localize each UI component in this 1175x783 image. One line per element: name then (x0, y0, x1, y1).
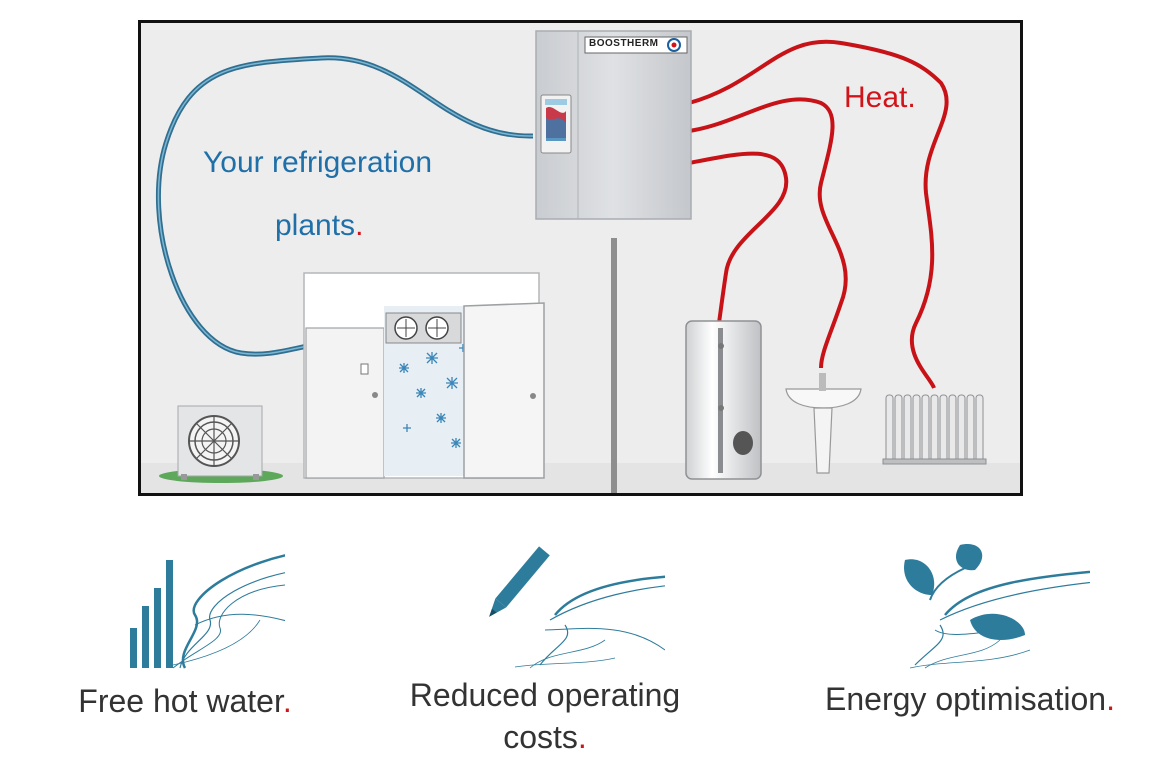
feature-energy-optimisation: Energy optimisation. (800, 540, 1140, 720)
heat-pipe-basin (688, 97, 848, 369)
feature-reduced-operating-costs: Reduced operating costs. (380, 540, 710, 758)
leaves-swoosh-icon (904, 544, 1090, 669)
feature-label-reduced-costs-line1: Reduced operating (409, 677, 681, 713)
outdoor-condenser-unit (159, 405, 283, 483)
heat-pipe-tank (688, 151, 789, 324)
refrigeration-label: Your refrigeration (203, 146, 433, 179)
feature-label-free-hot-water: Free hot water. (78, 683, 292, 719)
heat-pipe-radiator (688, 39, 949, 389)
pencil-swoosh-icon (489, 546, 665, 669)
diagram-scene (141, 23, 1020, 493)
refrigeration-label-line2: plants. (275, 209, 364, 242)
feature-label-energy-optimisation: Energy optimisation. (825, 681, 1115, 717)
divider-post (611, 238, 617, 493)
wash-basin (785, 373, 862, 474)
bar-chart-swoosh-icon (130, 554, 285, 669)
system-diagram: BOOSTHERM Your refrigeration plants. Hea… (138, 20, 1023, 496)
boostherm-unit (535, 30, 692, 220)
feature-free-hot-water: Free hot water. (40, 540, 330, 722)
brand-logo-text: BOOSTHERM (589, 38, 659, 49)
feature-label-reduced-costs-line2: costs. (503, 719, 587, 755)
cold-room (303, 272, 545, 479)
hot-water-tank (685, 320, 762, 480)
heat-label: Heat. (844, 81, 916, 114)
radiator (882, 394, 987, 465)
